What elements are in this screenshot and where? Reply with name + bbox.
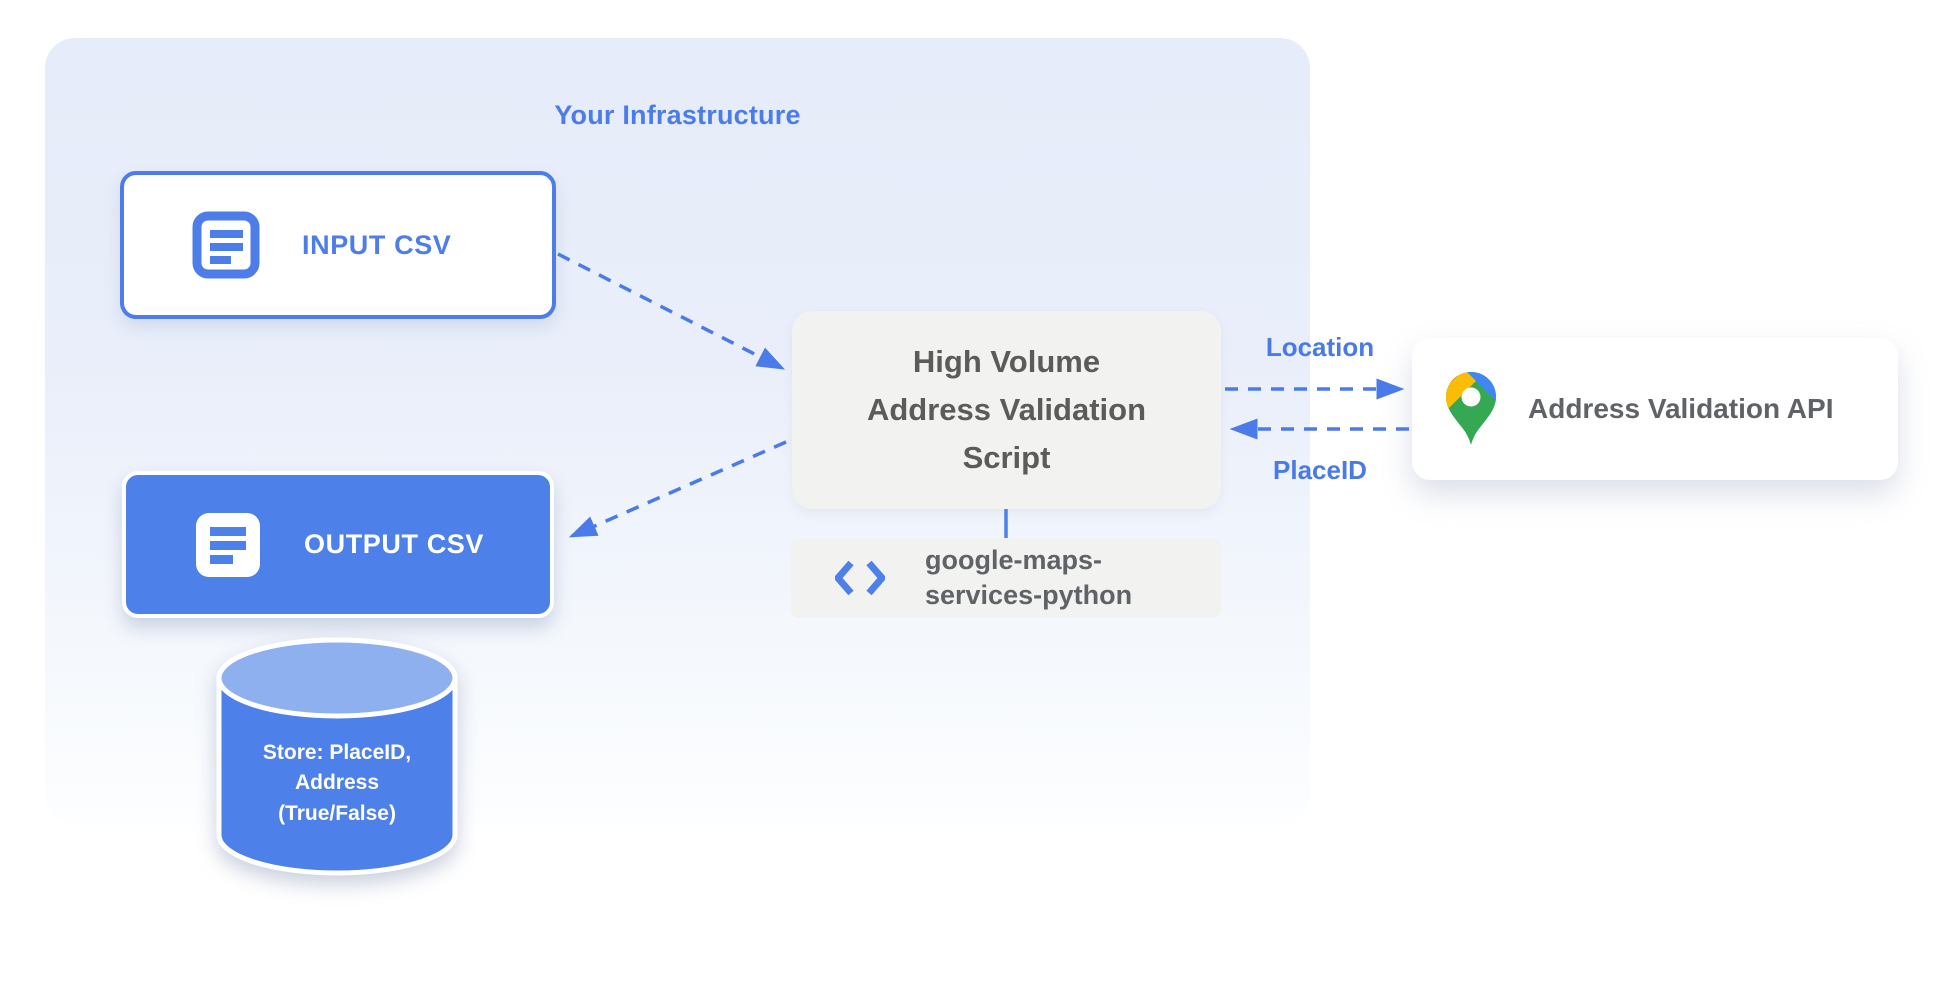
node-input-csv: INPUT CSV bbox=[120, 171, 556, 319]
infrastructure-title: Your Infrastructure bbox=[554, 100, 801, 130]
node-script: High Volume Address Validation Script bbox=[792, 311, 1221, 509]
datastore-cylinder bbox=[216, 637, 458, 876]
node-output-csv: OUTPUT CSV bbox=[122, 471, 554, 618]
node-api: Address Validation API bbox=[1412, 338, 1898, 480]
script-label: High Volume Address Validation Script bbox=[866, 343, 1147, 476]
api-label: Address Validation API bbox=[1528, 393, 1834, 424]
document-icon bbox=[194, 511, 262, 579]
google-maps-pin-icon bbox=[1443, 369, 1499, 449]
node-library: google-maps- services-python bbox=[791, 538, 1221, 618]
edge-label-location: Location bbox=[1265, 332, 1375, 362]
datastore-label: Store: PlaceID, Address (True/False) bbox=[262, 741, 412, 825]
library-label: google-maps- services-python bbox=[925, 544, 1133, 610]
output-csv-label: OUTPUT CSV bbox=[304, 529, 485, 559]
document-icon bbox=[192, 211, 260, 279]
input-csv-label: INPUT CSV bbox=[302, 229, 452, 260]
edge-label-placeid: PlaceID bbox=[1273, 455, 1367, 485]
code-brackets-icon bbox=[835, 558, 885, 598]
